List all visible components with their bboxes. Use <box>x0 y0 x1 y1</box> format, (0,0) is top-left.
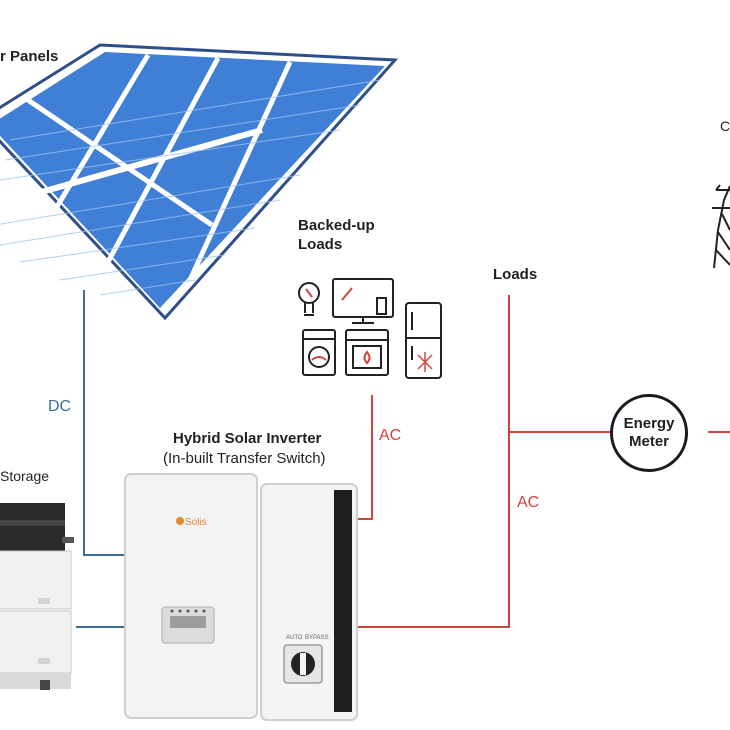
transfer-switch-icon <box>260 483 358 721</box>
solar-panels-label: r Panels <box>0 48 59 65</box>
inverter-brand: Solis <box>185 517 207 528</box>
light-bulb-icon <box>298 282 320 316</box>
grid-partial-label: C <box>720 118 730 134</box>
solar-panel-array-icon <box>0 43 399 321</box>
washing-machine-icon <box>302 329 336 376</box>
refrigerator-icon <box>405 302 442 379</box>
backed-up-loads-label-line2: Loads <box>298 236 343 253</box>
dc-label: DC <box>48 398 72 415</box>
inverter-subtitle: (In-built Transfer Switch) <box>163 450 326 467</box>
tv-icon <box>332 278 394 324</box>
battery-storage-icon <box>0 503 74 690</box>
backed-up-loads-label-line1: Backed-up <box>298 217 375 234</box>
ac-label-loads: AC <box>517 494 540 511</box>
energy-meter-label-line2: Meter <box>628 433 669 450</box>
storage-label: Storage <box>0 468 50 484</box>
loads-label: Loads <box>493 266 538 283</box>
ac-label-backed-up: AC <box>379 427 402 444</box>
dc-wiring <box>76 290 128 628</box>
inverter-icon <box>124 473 258 719</box>
switch-auto-label: AUTO <box>286 635 303 641</box>
oven-icon <box>345 329 389 376</box>
inverter-title: Hybrid Solar Inverter <box>173 430 322 447</box>
switch-bypass-label: BYPASS <box>305 635 329 641</box>
power-tower-icon <box>712 184 730 269</box>
energy-meter: Energy Meter <box>610 394 688 472</box>
energy-meter-label-line1: Energy <box>623 415 675 432</box>
ac-wiring <box>355 295 730 628</box>
